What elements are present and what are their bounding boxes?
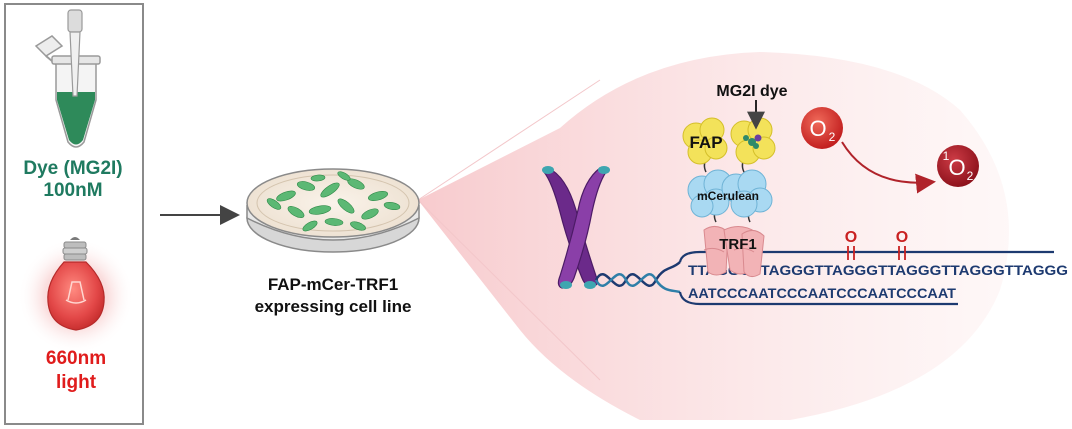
activation-arrow xyxy=(841,141,936,194)
top-strand-line xyxy=(678,250,1054,263)
fusion-protein: TRF1 mCerulean F xyxy=(682,83,788,278)
trf1-label: TRF1 xyxy=(719,236,757,253)
fap-label: FAP xyxy=(689,133,722,152)
top-strand-sequence: TTAGGGTTAGGGTTAGGGTTAGGGTTAGGGTTAGGG xyxy=(688,262,1068,278)
singlet-superscript: 1 xyxy=(943,149,950,163)
oxidation-mark-2-label: O xyxy=(896,229,908,246)
mcerulean-label: mCerulean xyxy=(697,189,759,203)
oxidation-mark-1: O xyxy=(845,229,857,260)
mcerulean-domain xyxy=(687,169,773,218)
mg2i-dye-molecule xyxy=(743,134,762,149)
singlet-subscript: 2 xyxy=(967,169,974,183)
light-label-line1: 660nm xyxy=(46,348,106,369)
cells xyxy=(266,171,401,232)
zoom-edge-bottom xyxy=(417,199,601,381)
oxygen-subscript: 2 xyxy=(829,130,836,144)
singlet-symbol: O xyxy=(948,155,965,180)
oxygen-molecule-icon: O 2 xyxy=(801,107,843,149)
oxygen-symbol: O xyxy=(809,116,826,141)
telomere-dna: TTAGGGTTAGGGTTAGGGTTAGGGTTAGGGTTAGGG AAT… xyxy=(678,250,1068,306)
dye-label-line1: Dye (MG2I) xyxy=(23,158,122,179)
petri-dish-icon xyxy=(246,168,420,253)
zoom-edge-top xyxy=(417,79,601,201)
oxidation-mark-1-label: O xyxy=(845,229,857,246)
reagent-panel: Dye (MG2I) 100nM 660nm light xyxy=(4,3,144,425)
dna-helix xyxy=(594,261,681,294)
singlet-oxygen-icon: 1 O 2 xyxy=(937,145,979,187)
dye-tube-icon xyxy=(34,9,101,148)
mg2i-dye-label: MG2I dye xyxy=(716,83,787,100)
cell-line-label-line2: expressing cell line xyxy=(255,297,412,316)
bottom-strand-sequence: AATCCCAATCCCAATCCCAATCCCAAT xyxy=(688,285,956,301)
pipette-icon xyxy=(67,9,83,97)
chromosome-icon xyxy=(542,166,610,289)
cell-line-label-line1: FAP-mCer-TRF1 xyxy=(268,275,398,294)
trf1-domain xyxy=(703,226,765,278)
light-bulb-icon xyxy=(18,237,134,354)
bottom-strand-line xyxy=(678,291,958,306)
dye-label-line2: 100nM xyxy=(43,180,102,201)
oxidation-mark-2: O xyxy=(896,229,908,260)
light-label-line2: light xyxy=(56,372,97,393)
